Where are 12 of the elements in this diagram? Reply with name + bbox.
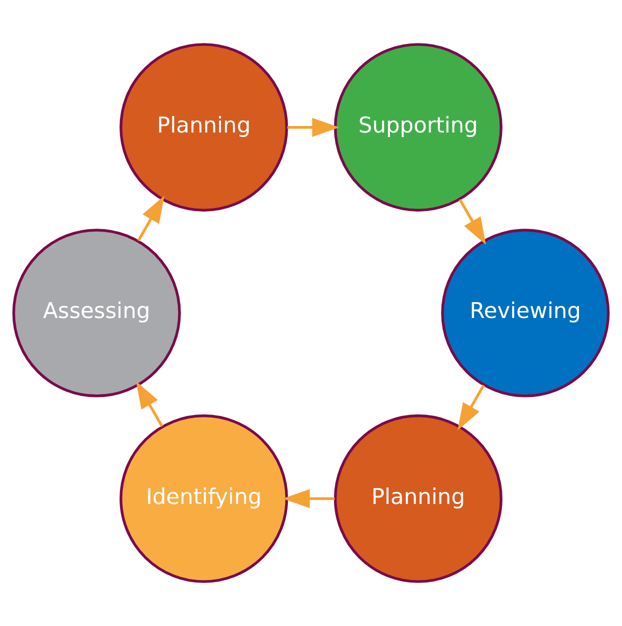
node-circle: Planning — [334, 414, 502, 583]
node-circle: Assessing — [12, 228, 181, 398]
arrow — [287, 118, 340, 137]
arrow — [136, 381, 164, 428]
node-circle: Reviewing — [441, 228, 610, 398]
node-circle: Supporting — [334, 43, 502, 212]
node-circle: Planning — [120, 43, 288, 212]
arrow — [282, 489, 335, 508]
node-circle: Identifying — [120, 414, 288, 583]
arrow — [458, 384, 485, 430]
arrow — [458, 198, 486, 245]
arrow — [137, 196, 164, 242]
